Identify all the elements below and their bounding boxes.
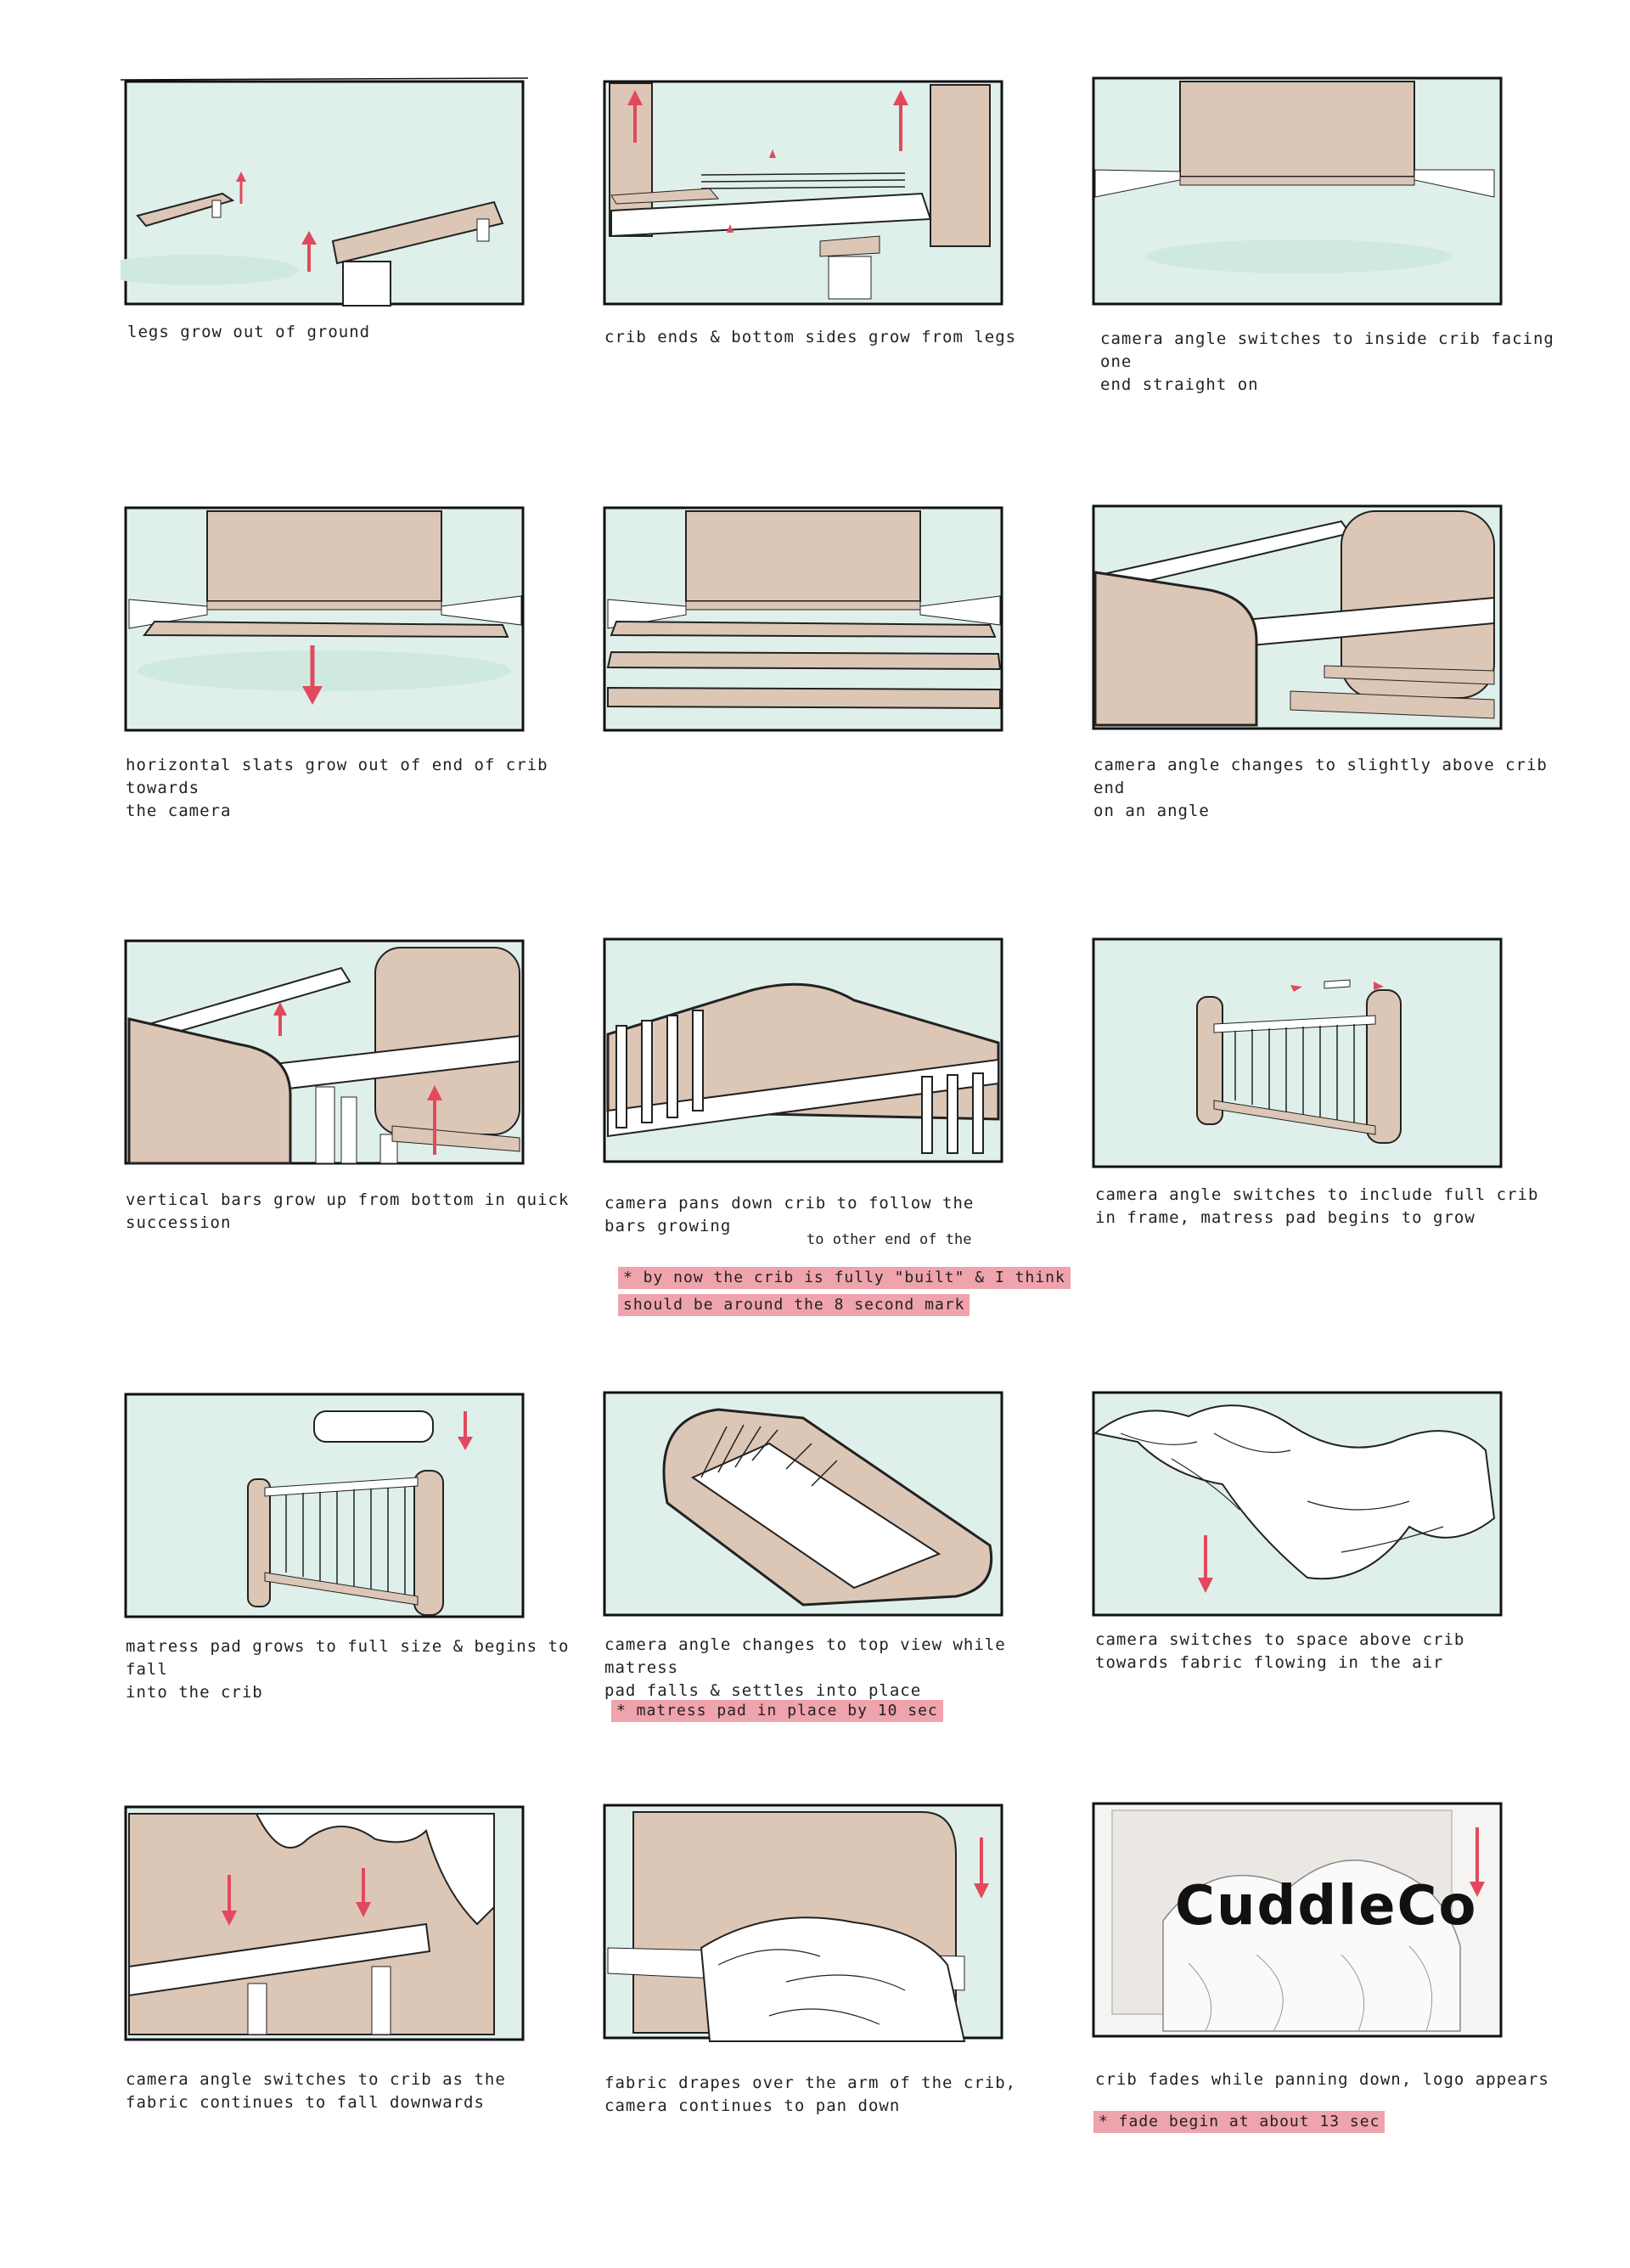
- caption-panel-15: crib fades while panning down, logo appe…: [1095, 2068, 1571, 2091]
- caption-line: towards fabric flowing in the air: [1095, 1653, 1444, 1672]
- caption-line: bars growing: [604, 1217, 732, 1235]
- caption-line: horizontal slats grow out of end of crib…: [126, 756, 548, 797]
- caption-line: camera angle switches to inside crib fac…: [1100, 329, 1554, 371]
- caption-line: camera pans down crib to follow the: [604, 1194, 975, 1213]
- timing-note-8: * by now the crib is fully "built" & I t…: [618, 1267, 1071, 1321]
- caption-line: on an angle: [1093, 802, 1210, 820]
- caption-line: camera switches to space above crib: [1095, 1630, 1465, 1649]
- highlighted-note: should be around the 8 second mark: [618, 1294, 970, 1316]
- caption-panel-1: legs grow out of ground: [127, 321, 603, 344]
- caption-panel-9: camera angle switches to include full cr…: [1095, 1184, 1571, 1230]
- storyboard-panel-3: [1087, 70, 1511, 316]
- storyboard-panel-12: [1087, 1382, 1511, 1630]
- storyboard-panel-5: [599, 501, 1009, 739]
- caption-panel-3: camera angle switches to inside crib fac…: [1100, 328, 1576, 397]
- storyboard-panel-6: [1087, 496, 1511, 744]
- storyboard-panel-15: CuddleCo: [1087, 1793, 1511, 2048]
- storyboard-panel-8: [599, 932, 1009, 1172]
- caption-line: legs grow out of ground: [127, 323, 371, 341]
- caption-line: camera angle switches to include full cr…: [1095, 1185, 1539, 1204]
- caption-panel-11: camera angle changes to top view while m…: [604, 1634, 1080, 1702]
- caption-line: the camera: [126, 802, 232, 820]
- storyboard-panel-9: [1087, 931, 1511, 1177]
- timing-note-15: * fade begin at about 13 sec: [1093, 2111, 1386, 2138]
- caption-panel-13: camera angle switches to crib as the fab…: [126, 2068, 601, 2114]
- caption-line: fabric drapes over the arm of the crib,: [604, 2074, 1017, 2092]
- storyboard-panel-13: [121, 1797, 530, 2051]
- caption-line: pad falls & settles into place: [604, 1681, 922, 1700]
- caption-panel-4: horizontal slats grow out of end of crib…: [126, 754, 601, 823]
- caption-line: camera continues to pan down: [604, 2096, 901, 2115]
- caption-line: into the crib: [126, 1683, 263, 1702]
- storyboard-panel-14: [599, 1795, 1009, 2050]
- highlighted-note: * by now the crib is fully "built" & I t…: [618, 1267, 1071, 1289]
- caption-panel-14: fabric drapes over the arm of the crib, …: [604, 2072, 1080, 2118]
- storyboard-panel-2: [599, 75, 1009, 314]
- caption-panel-12: camera switches to space above crib towa…: [1095, 1629, 1571, 1674]
- caption-line: in frame, matress pad begins to grow: [1095, 1208, 1475, 1227]
- caption-panel-10: matress pad grows to full size & begins …: [126, 1635, 601, 1704]
- caption-panel-7: vertical bars grow up from bottom in qui…: [126, 1189, 601, 1235]
- storyboard-panel-7: [121, 934, 530, 1173]
- caption-line: matress pad grows to full size & begins …: [126, 1637, 570, 1679]
- caption-line: camera angle changes to top view while m…: [604, 1635, 1006, 1677]
- storyboard-panel-1: [121, 75, 530, 314]
- storyboard-panel-10: [121, 1386, 530, 1629]
- caption-line: succession: [126, 1213, 232, 1232]
- highlighted-note: * matress pad in place by 10 sec: [611, 1700, 943, 1722]
- highlighted-note: * fade begin at about 13 sec: [1093, 2111, 1386, 2133]
- caption-panel-8: camera pans down crib to follow the bars…: [604, 1192, 1080, 1238]
- caption-line: camera angle switches to crib as the: [126, 2070, 506, 2089]
- caption-panel-2: crib ends & bottom sides grow from legs: [604, 326, 1080, 349]
- caption-line: end straight on: [1100, 375, 1259, 394]
- caption-line: crib fades while panning down, logo appe…: [1095, 2070, 1549, 2089]
- timing-note-11: * matress pad in place by 10 sec: [611, 1700, 943, 1727]
- caption-line: camera angle changes to slightly above c…: [1093, 756, 1548, 797]
- storyboard-panel-11: [599, 1384, 1009, 1627]
- cuddleco-logo: CuddleCo: [1175, 1875, 1478, 1938]
- storyboard-panel-4: [121, 501, 530, 739]
- caption-line: crib ends & bottom sides grow from legs: [604, 328, 1017, 346]
- caption-insert: to other end of the: [807, 1231, 972, 1248]
- caption-line: vertical bars grow up from bottom in qui…: [126, 1190, 570, 1209]
- caption-panel-6: camera angle changes to slightly above c…: [1093, 754, 1569, 823]
- caption-line: fabric continues to fall downwards: [126, 2093, 485, 2112]
